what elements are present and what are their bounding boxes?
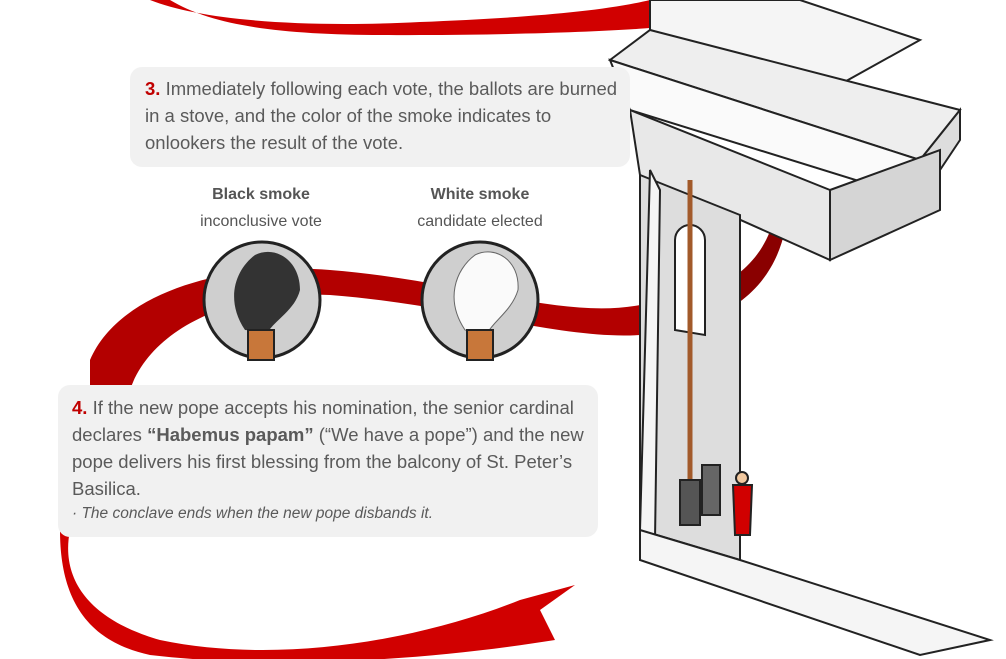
step-4-box: 4. If the new pope accepts his nominatio… bbox=[58, 385, 598, 537]
step-4-text-before: If the new pope accepts his nomination, … bbox=[72, 397, 574, 445]
step-4-quote: “Habemus papam” bbox=[147, 424, 314, 445]
ribbon-middle bbox=[90, 268, 640, 390]
step-4-note: · The conclave ends when the new pope di… bbox=[72, 505, 434, 522]
black-smoke-subtitle: inconclusive vote bbox=[200, 213, 322, 230]
step-4-number: 4. bbox=[72, 397, 88, 418]
ribbon-top bbox=[150, 0, 650, 36]
white-smoke-illustration bbox=[420, 240, 540, 361]
white-smoke-subtitle: candidate elected bbox=[417, 213, 543, 230]
step-3-text: Immediately following each vote, the bal… bbox=[145, 78, 618, 153]
black-smoke-label: Black smoke inconclusive vote bbox=[161, 181, 361, 235]
step-4-text-after: (“We have a pope”) and the new pope deli… bbox=[72, 424, 584, 499]
white-smoke-title: White smoke bbox=[430, 186, 530, 203]
black-smoke-illustration bbox=[202, 240, 322, 361]
step-3-number: 3. bbox=[145, 78, 161, 99]
black-smoke-title: Black smoke bbox=[212, 186, 310, 203]
step-3-box: 3. Immediately following each vote, the … bbox=[130, 67, 630, 167]
white-smoke-label: White smoke candidate elected bbox=[380, 181, 580, 235]
ribbon-lower bbox=[60, 530, 575, 659]
sistine-chapel-tower bbox=[607, 0, 994, 657]
